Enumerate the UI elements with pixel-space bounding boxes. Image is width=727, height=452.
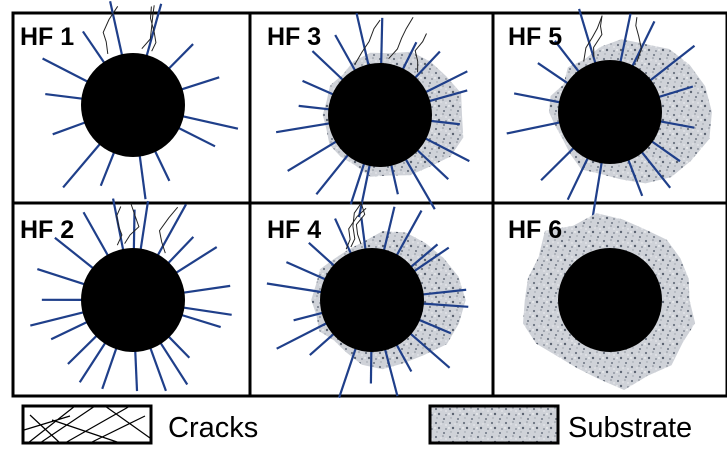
panel-label-hf4: HF 4 — [267, 216, 321, 244]
legend-substrate-swatch — [430, 406, 558, 443]
crack-line — [134, 210, 135, 250]
panel-label-hf2: HF 2 — [20, 216, 74, 244]
core-circle — [558, 248, 662, 352]
crack-line — [381, 18, 382, 65]
legend: Cracks Substrate — [23, 406, 692, 444]
panel-label-hf3: HF 3 — [267, 23, 321, 51]
core-circle — [81, 248, 185, 352]
core-circle — [558, 60, 662, 164]
panel-label-hf6: HF 6 — [508, 216, 562, 244]
legend-cracks-label: Cracks — [168, 412, 258, 444]
core-circle — [81, 53, 185, 157]
legend-cracks-swatch — [23, 406, 151, 443]
legend-substrate-label: Substrate — [568, 412, 692, 444]
core-circle — [328, 63, 432, 167]
panel-label-hf5: HF 5 — [508, 23, 562, 51]
panel-label-hf1: HF 1 — [20, 23, 74, 51]
core-circle — [320, 248, 424, 352]
